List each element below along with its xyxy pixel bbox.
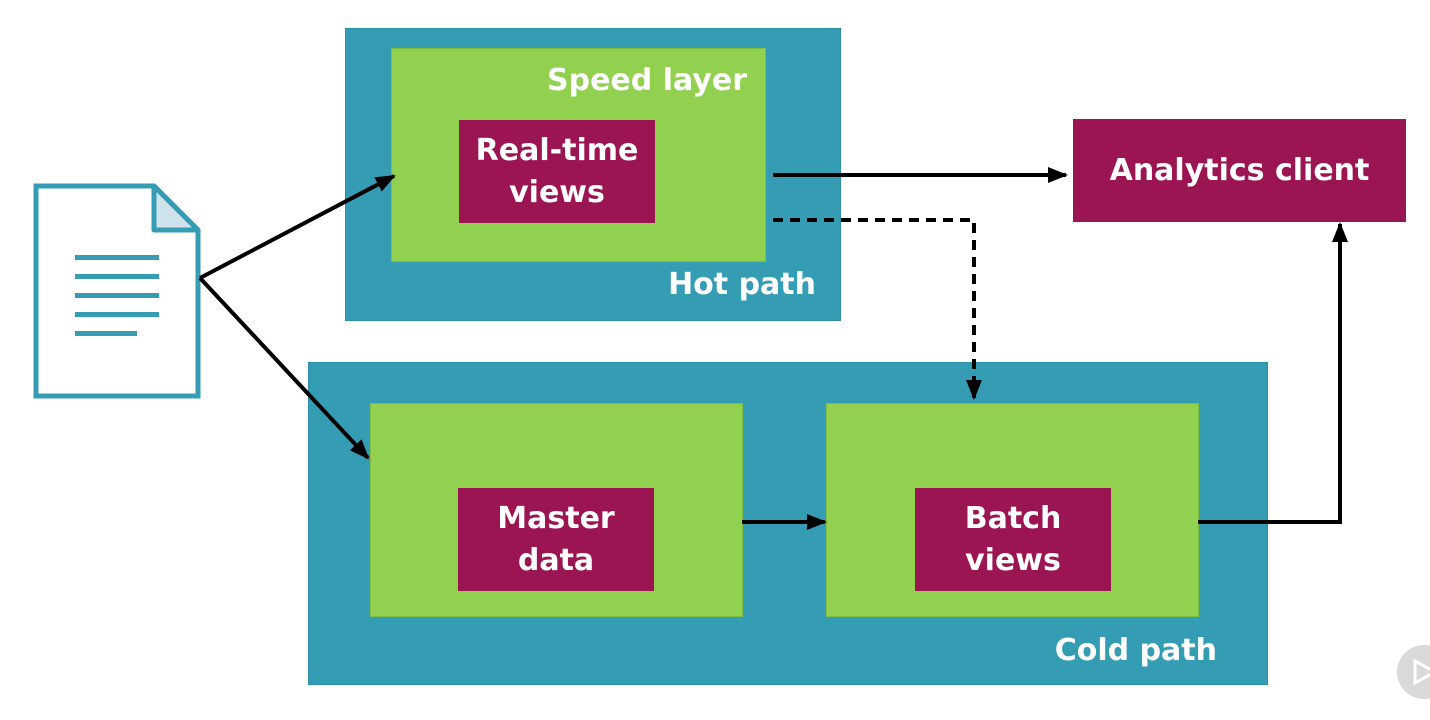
batch-views-box: Batch views [915,488,1111,591]
cold-path-label: Cold path [1054,633,1217,668]
analytics-client-box: Analytics client [1073,119,1406,222]
master-layer: Master data [370,403,743,617]
real-time-views-box: Real-time views [459,120,655,223]
speed-layer: Speed layer Real-time views [391,48,766,262]
hot-path-label: Hot path [668,267,816,302]
batch-layer: Batch views [826,403,1199,617]
hot-path-region: Speed layer Real-time views Hot path [345,28,841,321]
master-data-box: Master data [458,488,654,591]
cold-path-region: Master data Batch views Cold path [308,362,1268,685]
speed-layer-label: Speed layer [547,63,747,98]
document-icon [33,183,201,399]
play-logo-icon [1397,645,1430,699]
